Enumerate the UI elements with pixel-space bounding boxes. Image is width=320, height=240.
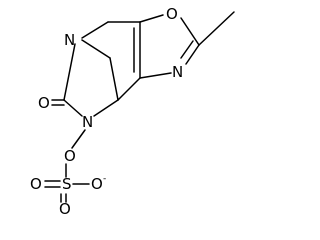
atom-o-sulfonyl-bottom: O — [59, 200, 71, 218]
bond-n-amide-o — [71, 129, 86, 149]
bond-c2-n3-b — [180, 40, 194, 59]
atom-o-ester: O — [64, 147, 76, 165]
atom-n-bridge: N — [64, 31, 75, 49]
bonds — [44, 11, 235, 203]
anion-charge: - — [103, 174, 106, 184]
bond-c7a-o — [139, 14, 164, 23]
atom-o-carbonyl: O — [38, 94, 50, 112]
molecule-structure: N O N O N O S O O O - — [30, 5, 235, 218]
bond-n3-c3a — [139, 72, 172, 79]
bond-o-c2 — [180, 17, 200, 46]
bond-n-bridge-ch2b — [81, 39, 111, 59]
bond-carbonyl-n-amide — [63, 99, 83, 117]
bond-n-bridge-carbonyl — [63, 43, 76, 101]
atom-o-anion: O — [91, 175, 103, 193]
bond-c2-methyl — [198, 11, 235, 46]
atom-s-sulfur: S — [62, 175, 72, 193]
bond-c3a-c4 — [117, 77, 141, 101]
bond-n-bridge-ch2 — [81, 21, 109, 39]
atom-o-sulfonyl-left: O — [30, 175, 42, 193]
bond-ch2b-c4 — [109, 57, 119, 101]
bond-c2-n3-a — [185, 44, 200, 65]
bond-n-amide-c4 — [93, 99, 119, 117]
atom-n-amide: N — [82, 113, 93, 131]
atom-o-oxazole: O — [166, 5, 178, 23]
atom-labels: N O N O N O S O O O - — [30, 5, 183, 218]
atom-n-oxazole: N — [172, 63, 183, 81]
